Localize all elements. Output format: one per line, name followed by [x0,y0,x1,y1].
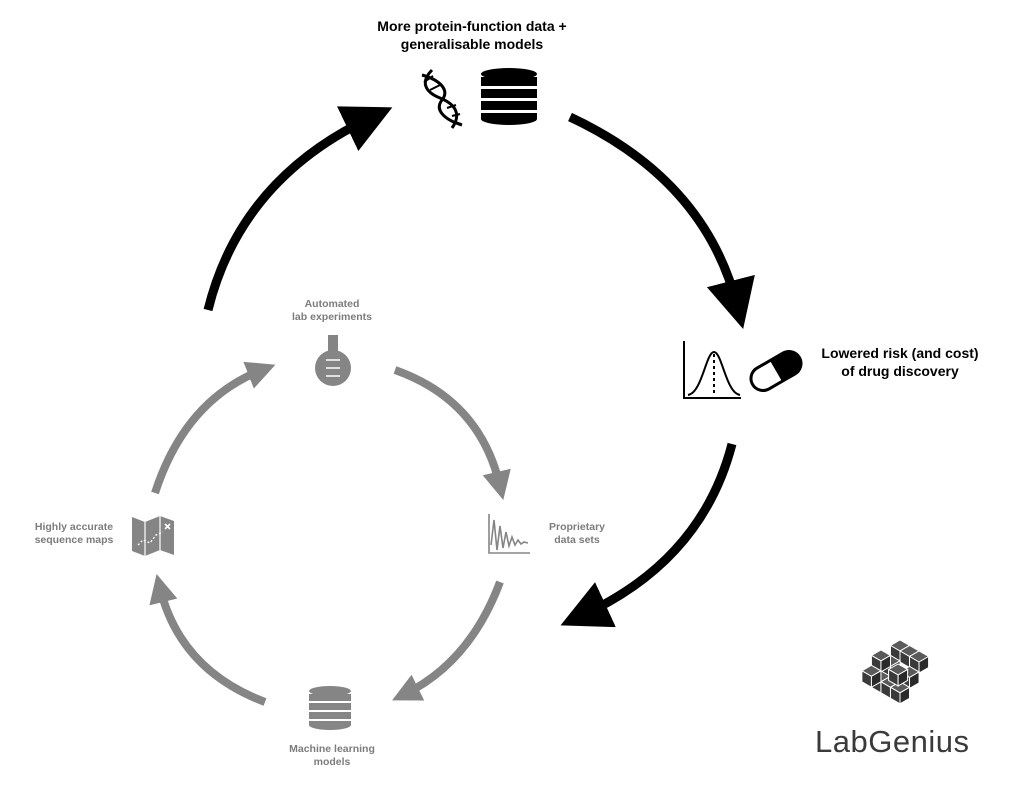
logo-cube [870,669,882,689]
pill-icon [749,350,803,392]
inner-bottom-label: Machine learning models [289,743,375,768]
flask-icon [315,335,351,386]
inner-arrow-left-to-top [151,361,276,495]
outer-arrow-right-to-bottom [560,442,737,628]
logo-cube [899,686,911,705]
map-icon [132,516,174,556]
inner-right-label: Proprietary data sets [548,521,606,546]
database-icon [309,686,351,730]
signal-decay-icon [488,514,530,554]
outer-arrow-left-to-top [203,106,393,312]
outer-arrow-top-to-right [568,112,755,329]
inner-arrow-right-to-bottom [392,580,504,701]
inner-arrow-top-to-right [393,366,511,501]
inner-top-label: Automated lab experiments [292,298,372,323]
distribution-curve-icon [683,341,741,399]
logo-cube [897,668,909,687]
outer-right-label: Lowered risk (and cost) of drug discover… [821,345,979,379]
inner-left-label: Highly accurate sequence maps [34,521,114,546]
brand-name: LabGenius [815,724,970,759]
labgenius-logo-icon [860,639,930,705]
database-icon [481,68,537,125]
dna-icon [421,68,463,129]
inner-arrow-bottom-to-left [149,574,267,706]
outer-top-label: More protein-function data + generalisab… [377,18,567,52]
